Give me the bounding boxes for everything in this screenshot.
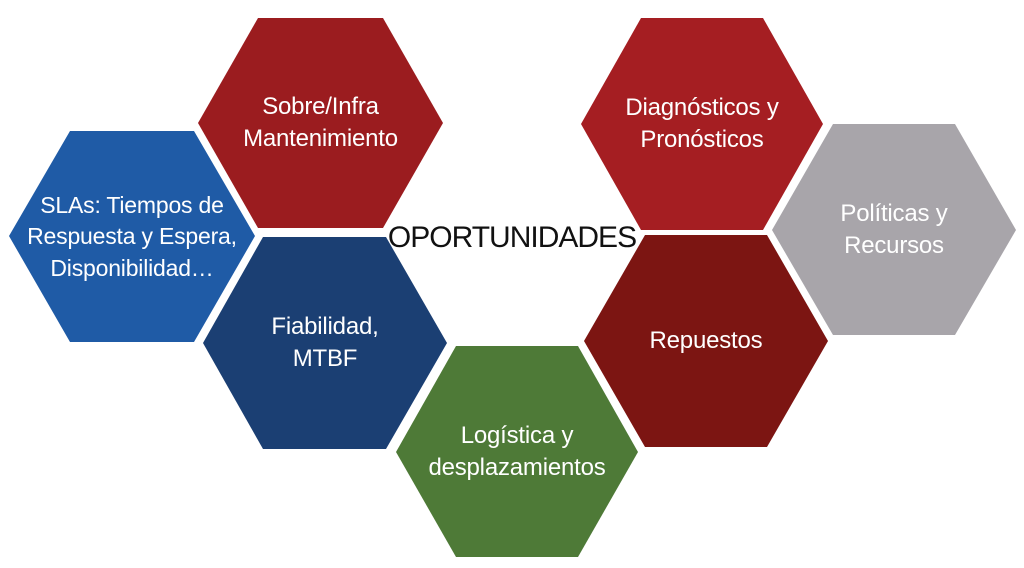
hexagon-label-politicas: Políticas y Recursos (840, 199, 948, 259)
hexagon-logistica (396, 346, 638, 557)
hexagon-label-logistica: Logística y desplazamientos (428, 421, 606, 481)
hexagon-repuestos (584, 235, 828, 447)
center-title: OPORTUNIDADES (387, 221, 637, 254)
hexagon-label-diagnosticos: Diagnósticos y Pronósticos (625, 93, 779, 153)
hexagon-diagnosticos (581, 18, 823, 230)
hexagon-fiabilidad (203, 237, 447, 449)
hexagon-label-repuestos: Repuestos (649, 326, 763, 354)
hexagon-slas (9, 131, 255, 342)
hexagon-label-sobre-infra: Sobre/Infra Mantenimiento (243, 92, 398, 152)
hexagon-label-fiabilidad: Fiabilidad, MTBF (271, 312, 379, 372)
hexagon-sobre-infra (198, 18, 443, 228)
hexagon-label-slas: SLAs: Tiempos de Respuesta y Espera, Dis… (27, 192, 237, 281)
hexagon-politicas (772, 124, 1016, 335)
